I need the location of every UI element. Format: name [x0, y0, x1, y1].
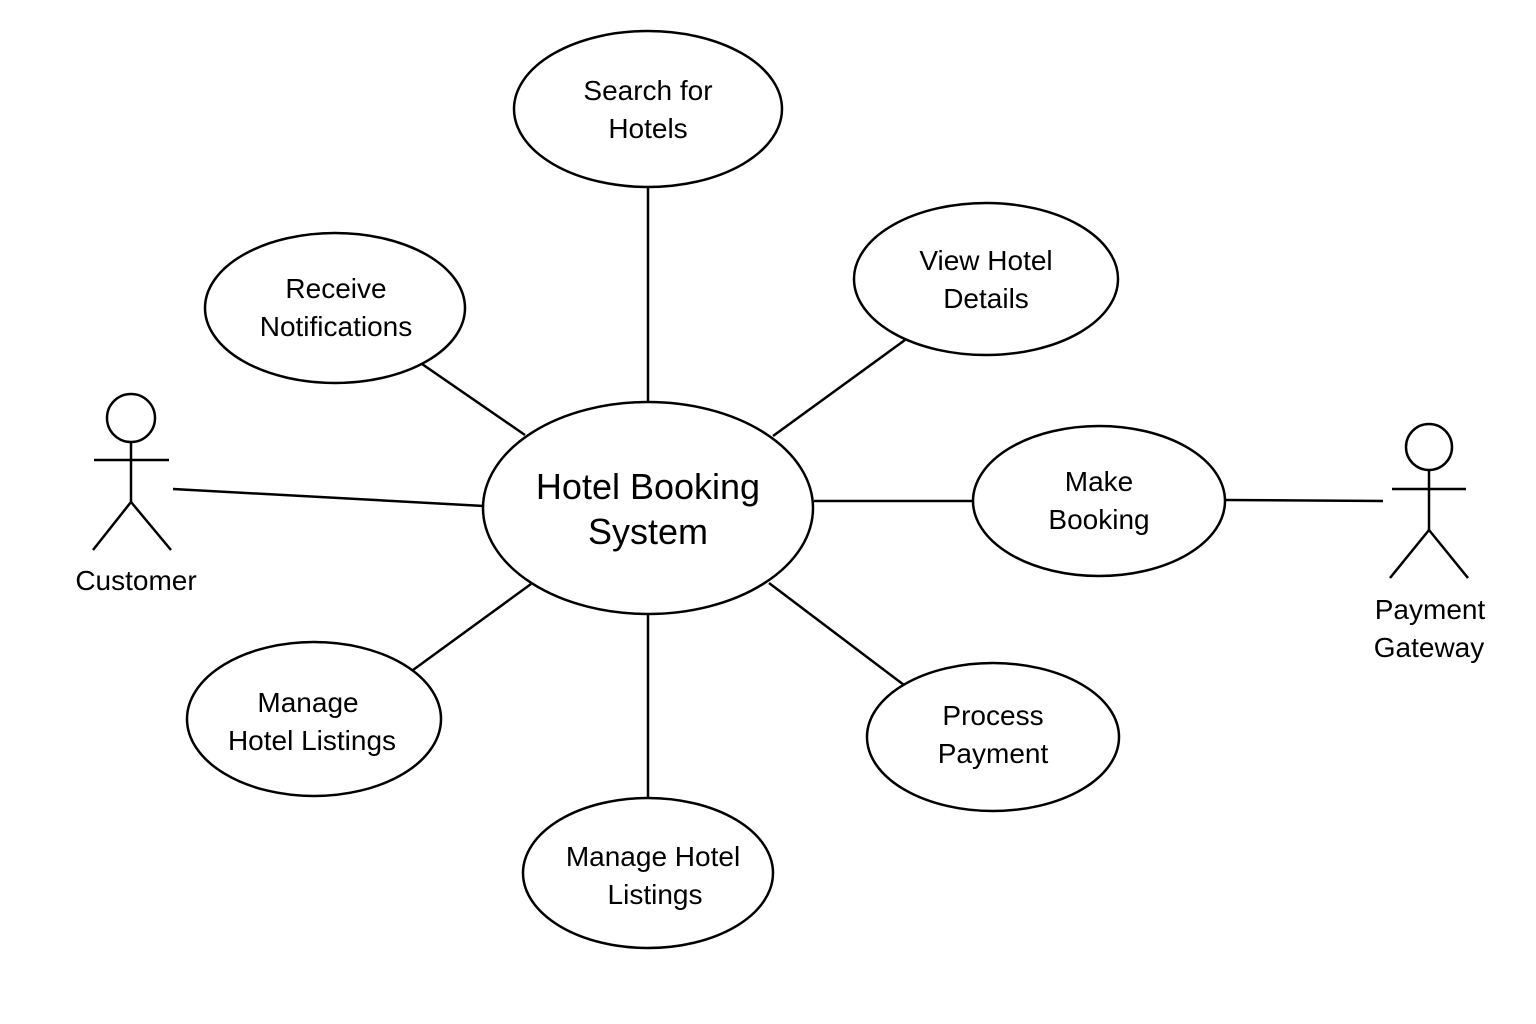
connector-notifications: [421, 362, 526, 437]
use-case-label-line2: Hotel Listings: [228, 725, 396, 756]
use-case-label-line1: Search for: [583, 75, 712, 106]
use-case-view-hotel-details: View Hotel Details: [852, 201, 1120, 357]
connector-manage-left: [412, 582, 532, 672]
system-node: Hotel Booking System: [481, 400, 815, 616]
connector-view-details: [772, 338, 906, 438]
use-case-ellipse: [185, 640, 443, 798]
use-case-receive-notifications: Receive Notifications: [203, 231, 467, 385]
actor-payment-gateway: Payment Gateway: [1374, 422, 1486, 663]
use-case-label-line2: Hotels: [608, 113, 687, 144]
use-case-label-line2: Payment: [938, 738, 1049, 769]
use-case-ellipse: [512, 29, 784, 189]
actor-label-line2: Gateway: [1374, 632, 1485, 663]
use-case-label-line1: Manage Hotel: [566, 841, 740, 872]
connector-customer: [172, 487, 485, 508]
stick-figure-icon: [1389, 422, 1469, 579]
use-case-ellipse: [521, 796, 775, 950]
use-case-make-booking: Make Booking: [971, 424, 1227, 578]
use-case-label-line1: Receive: [285, 273, 386, 304]
connectors: [172, 187, 1384, 798]
use-case-ellipse: [971, 424, 1227, 578]
system-ellipse: [481, 400, 815, 616]
use-case-search-for-hotels: Search for Hotels: [512, 29, 784, 189]
use-case-process-payment: Process Payment: [865, 661, 1121, 813]
use-case-label-line1: Manage: [257, 687, 358, 718]
stick-figure-icon: [92, 392, 172, 551]
use-case-label-line1: Process: [942, 700, 1043, 731]
use-case-label-line2: Booking: [1048, 504, 1149, 535]
use-case-ellipse: [865, 661, 1121, 813]
use-case-label-line1: View Hotel: [919, 245, 1052, 276]
system-label-line2: System: [588, 511, 708, 552]
use-case-ellipse: [852, 201, 1120, 357]
use-case-label-line2: Notifications: [260, 311, 413, 342]
use-case-label-line2: Listings: [608, 879, 703, 910]
use-case-label-line1: Make: [1065, 466, 1133, 497]
use-case-manage-hotel-listings-bottom: Manage Hotel Listings: [521, 796, 775, 950]
use-case-ellipse: [203, 231, 467, 385]
actor-customer: Customer: [75, 392, 197, 596]
actor-label: Customer: [75, 565, 196, 596]
actor-label-line1: Payment: [1375, 594, 1486, 625]
use-case-manage-hotel-listings-left: Manage Hotel Listings: [185, 640, 443, 798]
connector-process-payment: [768, 582, 905, 686]
system-label-line1: Hotel Booking: [536, 466, 760, 507]
use-case-label-line2: Details: [943, 283, 1029, 314]
connector-payment-gateway: [1225, 498, 1384, 503]
